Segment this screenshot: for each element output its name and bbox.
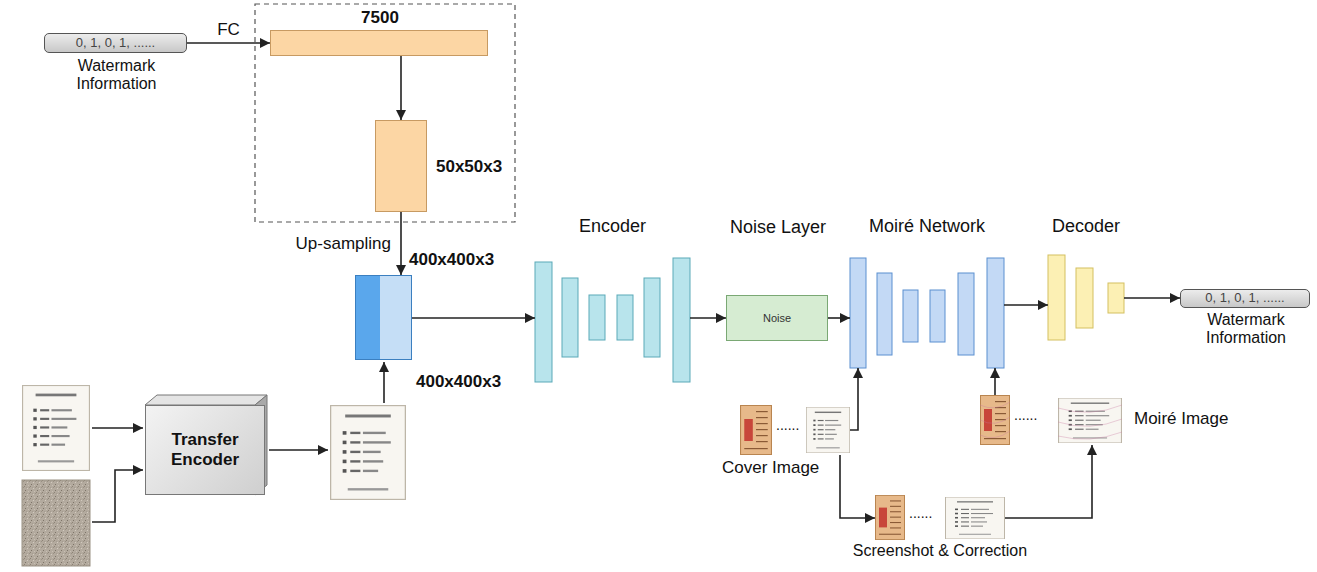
node-label: 0, 1, 0, 1, ...... bbox=[1205, 291, 1285, 306]
moire-image-thumbnails bbox=[1058, 419, 1122, 426]
encoder-layer-bars bbox=[535, 262, 552, 382]
cover-image-thumbnails bbox=[741, 406, 850, 455]
reshape-box: 50x50x3 bbox=[375, 120, 427, 212]
edge-label: FC bbox=[215, 20, 242, 40]
cover-image-thumbnails bbox=[741, 406, 772, 455]
moire-image-thumbnails bbox=[981, 396, 1010, 445]
connector-arrow bbox=[1124, 297, 1180, 299]
fc-vector-bar: 7500 bbox=[270, 30, 488, 56]
connector-arrow bbox=[187, 42, 270, 44]
moire-image-thumbnails bbox=[1059, 398, 1122, 442]
encoder-layer-bars bbox=[562, 278, 578, 357]
node-label: Noise Layer bbox=[730, 217, 826, 238]
connector-arrow bbox=[400, 212, 402, 275]
node-label: Encoder bbox=[579, 216, 646, 237]
decoder-layer-bars bbox=[1048, 255, 1124, 340]
encoder-network: Encoder bbox=[535, 258, 690, 382]
node-label: Moiré Network bbox=[869, 216, 985, 237]
plain-arrow bbox=[92, 427, 143, 429]
moire-image-thumbnails bbox=[980, 402, 1122, 439]
moire-network-bars bbox=[987, 258, 1004, 368]
encoder-layer-bars bbox=[589, 295, 605, 340]
texture-image bbox=[22, 480, 90, 566]
dashed-group-frame bbox=[255, 4, 515, 222]
transfer-output-document bbox=[331, 406, 406, 500]
node-label: Moiré Image bbox=[1134, 409, 1228, 429]
encoder-layer-bars bbox=[644, 278, 660, 357]
transfer-encoder-cube-faces bbox=[145, 395, 267, 405]
decoder-layer-bars bbox=[1048, 255, 1065, 340]
moire-network-bars bbox=[930, 290, 945, 342]
node-label: 0, 1, 0, 1, ...... bbox=[76, 36, 156, 51]
texture-image bbox=[22, 480, 90, 566]
moire-network-bars bbox=[903, 290, 918, 342]
node-label: Transfer Encoder bbox=[146, 430, 264, 469]
moire-image-group: ......Moiré Image bbox=[980, 395, 1122, 445]
watermark-input-box: 0, 1, 0, 1, ......Watermark Information bbox=[44, 33, 187, 53]
node-label: Decoder bbox=[1052, 216, 1120, 237]
node-label: 400x400x3 bbox=[409, 250, 494, 270]
cover-image-group: ......Cover Image bbox=[740, 405, 850, 455]
transfer-encoder-cube-faces bbox=[145, 395, 267, 495]
node-label: ...... bbox=[776, 417, 799, 433]
connector-arrow bbox=[400, 56, 402, 120]
connector-arrow bbox=[1005, 445, 1092, 518]
moire-network-bars bbox=[850, 258, 866, 368]
moire-image-thumbnails bbox=[980, 417, 1010, 423]
noise-layer-box: Noise LayerNoise bbox=[726, 295, 828, 341]
node-label: 50x50x3 bbox=[436, 157, 502, 177]
screenshot-group: ......Screenshot & Correction bbox=[875, 495, 1005, 540]
screenshot-thumbnails bbox=[946, 497, 1005, 538]
encoder-layer-bars bbox=[617, 295, 633, 340]
transfer-encoder-box: Transfer Encoder bbox=[145, 405, 265, 495]
transfer-output-document bbox=[331, 406, 406, 500]
encoder-layer-bars bbox=[535, 258, 690, 382]
encoder-layer-bars bbox=[673, 258, 690, 382]
watermark-output-box: 0, 1, 0, 1, ......Watermark Information bbox=[1180, 289, 1310, 308]
edge-label: Up-sampling bbox=[294, 234, 393, 254]
decoder-layer-bars bbox=[1108, 283, 1124, 313]
plain-arrow bbox=[269, 449, 328, 451]
plain-arrow bbox=[383, 362, 385, 403]
node-label: 400x400x3 bbox=[416, 372, 501, 392]
plain-arrow bbox=[92, 470, 143, 522]
connector-arrow bbox=[690, 317, 726, 319]
node-label: Noise bbox=[763, 312, 791, 325]
moire-network-bars bbox=[850, 258, 1004, 368]
node-label: Watermark Information bbox=[1181, 311, 1311, 348]
node-label: Cover Image bbox=[722, 458, 819, 478]
input-document-image bbox=[23, 386, 90, 471]
moire-network-bars bbox=[958, 273, 974, 355]
screenshot-thumbnails bbox=[876, 495, 1005, 539]
connector-arrow bbox=[828, 317, 850, 319]
moire-image-thumbnails bbox=[1058, 432, 1122, 439]
connector-arrow bbox=[850, 368, 858, 430]
connector-arrow bbox=[994, 368, 996, 395]
moire-image-thumbnails bbox=[980, 431, 1010, 438]
concat-tensor: 400x400x3400x400x3 bbox=[355, 275, 412, 360]
node-label: ...... bbox=[1014, 407, 1037, 423]
moire-network: Moiré Network bbox=[850, 258, 1004, 368]
node-label: ...... bbox=[909, 505, 932, 521]
moire-network-bars bbox=[877, 273, 892, 355]
moire-image-thumbnails bbox=[1058, 405, 1122, 412]
input-document-image bbox=[23, 386, 90, 471]
node-label: 7500 bbox=[361, 8, 399, 28]
node-label: Watermark Information bbox=[45, 57, 188, 94]
connector-arrow bbox=[840, 455, 875, 518]
cover-image-thumbnails bbox=[806, 407, 849, 452]
moire-image-thumbnails bbox=[980, 402, 1010, 408]
node-label: Screenshot & Correction bbox=[853, 542, 1027, 560]
decoder-layer-bars bbox=[1076, 268, 1093, 328]
plain-arrow bbox=[92, 362, 384, 522]
connector-arrow bbox=[412, 317, 535, 319]
moire-image-thumbnails bbox=[980, 396, 1122, 445]
screenshot-thumbnails bbox=[876, 495, 905, 539]
decoder-network: Decoder bbox=[1048, 255, 1124, 340]
connector-arrow bbox=[1004, 304, 1048, 306]
